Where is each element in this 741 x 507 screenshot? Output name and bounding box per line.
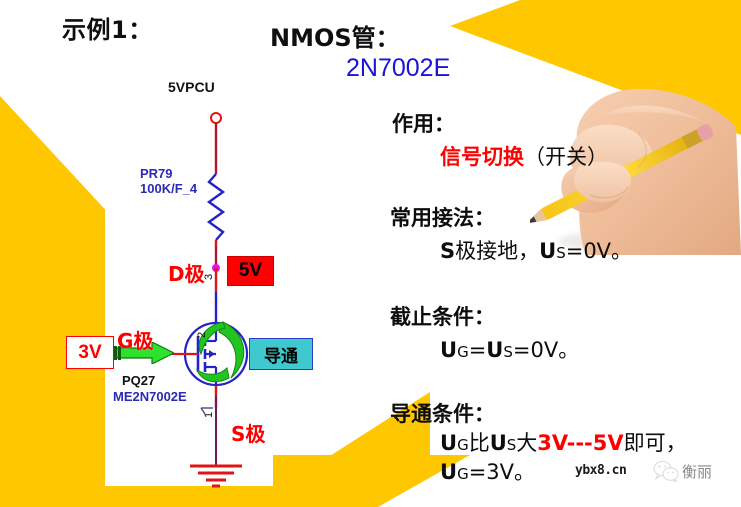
cutoff-sub2: S bbox=[503, 343, 513, 361]
conduction-state-badge: 导通 bbox=[249, 338, 313, 370]
note-role-heading: 作用： bbox=[392, 112, 455, 136]
note-connection-mid: 极接地， bbox=[455, 239, 540, 263]
conduct-range-dash: --- bbox=[566, 431, 593, 455]
note-cutoff-body: UG=US=0V。 bbox=[440, 334, 579, 364]
cutoff-u1: U bbox=[440, 338, 458, 362]
gate-pole-label: G极 bbox=[117, 329, 154, 353]
note-connection-tail: =0V。 bbox=[565, 239, 633, 263]
note-role-emphasis: 信号切换 bbox=[440, 145, 524, 169]
page-title-example: 示例1： bbox=[62, 16, 153, 44]
conduct-voltage-min: 3V bbox=[537, 431, 567, 455]
conduct-line2-u: U bbox=[440, 460, 458, 484]
note-conduct-line1: UG比US大3V---5V即可， bbox=[440, 427, 687, 457]
pin-number-1: 1 bbox=[203, 411, 215, 418]
note-connection-heading: 常用接法： bbox=[390, 206, 495, 230]
source-pole-label: S极 bbox=[231, 422, 266, 446]
note-connection-s: S bbox=[440, 239, 456, 263]
note-cutoff-heading: 截止条件： bbox=[390, 305, 495, 329]
part-number-label: 2N7002E bbox=[346, 54, 451, 82]
rail-label-5vpcu: 5VPCU bbox=[168, 79, 215, 95]
drain-voltage-badge: 5V bbox=[227, 256, 274, 286]
drain-pole-label: D极 bbox=[168, 262, 205, 286]
cutoff-eq1: = bbox=[468, 338, 487, 362]
wechat-icon bbox=[653, 460, 679, 482]
conduct-line2-sub: G bbox=[457, 465, 469, 483]
resistor-value: 100K/F_4 bbox=[140, 181, 198, 196]
conduct-sub2: S bbox=[506, 436, 517, 454]
transistor-ref: PQ27 bbox=[122, 373, 156, 388]
resistor-designator-block: PR79 100K/F_4 bbox=[140, 166, 197, 196]
resistor-ref: PR79 bbox=[140, 166, 173, 181]
watermark-account-name: 衡丽 bbox=[682, 463, 713, 481]
note-role-body: 信号切换（开关） bbox=[440, 141, 608, 171]
cutoff-tail: =0V。 bbox=[512, 338, 580, 362]
gate-signal-arrow-icon bbox=[112, 342, 174, 364]
pin-number-2: 2 bbox=[196, 331, 208, 338]
conduct-u1: U bbox=[440, 431, 458, 455]
note-connection-body: S极接地，US=0V。 bbox=[440, 235, 632, 265]
conduct-mid1: 比 bbox=[468, 431, 490, 455]
note-conduct-line2: UG=3V。 bbox=[440, 456, 535, 486]
note-connection-u: U bbox=[539, 239, 557, 263]
page-title-nmos: NMOS管： bbox=[270, 24, 400, 52]
note-conduct-heading: 导通条件： bbox=[390, 402, 495, 426]
transistor-part: ME2N7002E bbox=[113, 389, 187, 404]
cutoff-u2: U bbox=[486, 338, 504, 362]
conduct-u2: U bbox=[489, 431, 507, 455]
note-connection-subscript: S bbox=[556, 244, 566, 262]
conduct-line2-tail: =3V。 bbox=[468, 460, 536, 484]
cutoff-sub1: G bbox=[457, 343, 469, 361]
conduct-mid2: 大 bbox=[516, 431, 538, 455]
gate-voltage-badge: 3V bbox=[66, 336, 114, 369]
note-role-tail: （开关） bbox=[524, 145, 608, 169]
conduct-sub1: G bbox=[457, 436, 469, 454]
conduct-voltage-max: 5V bbox=[592, 431, 624, 455]
schematic-drawing bbox=[171, 112, 249, 488]
watermark-url: ybx8.cn bbox=[575, 463, 627, 478]
conduct-line1-tail: 即可， bbox=[623, 431, 687, 455]
